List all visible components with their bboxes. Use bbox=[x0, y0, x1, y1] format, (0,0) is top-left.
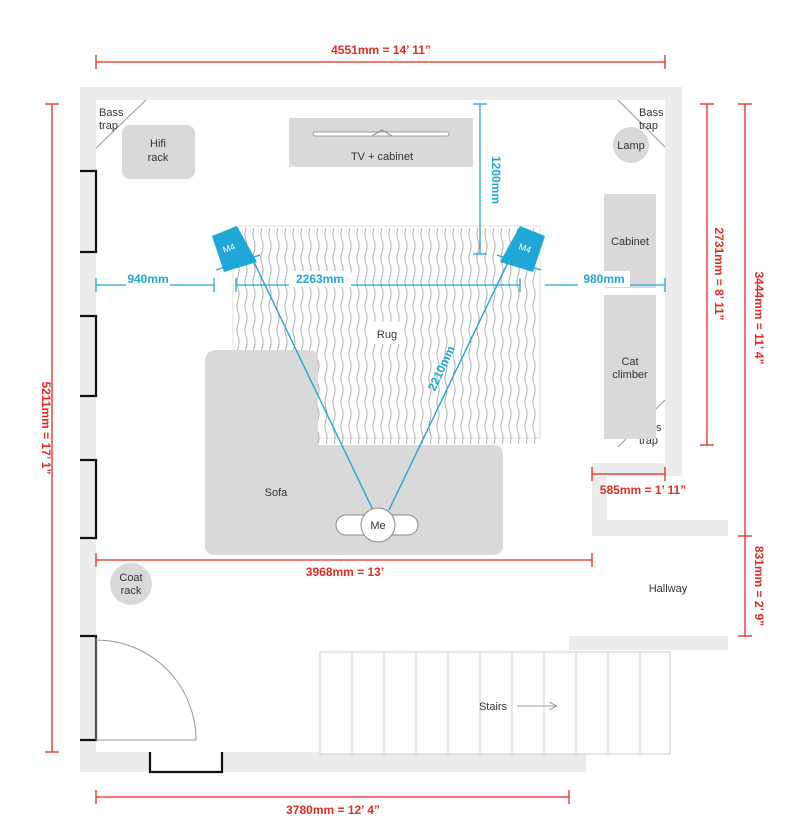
speaker-right-label: M4 bbox=[517, 241, 532, 255]
coat-rack-label-line1: Coat bbox=[119, 572, 142, 584]
listening-triangle bbox=[251, 257, 511, 511]
rug-stripe bbox=[356, 227, 360, 445]
listener-chair: Me bbox=[335, 507, 419, 543]
sofa-label: Sofa bbox=[265, 487, 289, 499]
rug-stripe bbox=[460, 227, 464, 445]
bass-trap-top-right: Bass trap bbox=[617, 99, 666, 148]
dim-right-outer: 3444mm = 11’ 4” bbox=[752, 271, 766, 364]
cabinet-label: Cabinet bbox=[611, 236, 649, 248]
dim-hallway-height: 831mm = 2’ 9” bbox=[752, 546, 766, 626]
wall-top bbox=[80, 87, 682, 100]
dim-room-width-bg bbox=[296, 564, 394, 580]
dim-right-inner-bg bbox=[712, 214, 730, 332]
hifi-rack-label-line1: Hifi bbox=[150, 138, 166, 150]
wall-bottom-cut bbox=[150, 752, 222, 772]
cat-climber bbox=[604, 295, 656, 439]
dim-speaker-left: 940mm bbox=[127, 272, 168, 286]
dim-speaker-spacing: 2263mm bbox=[296, 272, 344, 286]
hifi-rack bbox=[122, 125, 195, 179]
rug-stripe bbox=[476, 227, 480, 445]
wall-hallway-bottom bbox=[569, 636, 728, 650]
rug-stripe bbox=[468, 227, 472, 445]
rug-stripe bbox=[412, 227, 416, 445]
cat-climber-label-line2: climber bbox=[612, 369, 648, 381]
sofa bbox=[205, 350, 503, 555]
rug-label: Rug bbox=[377, 329, 397, 341]
rug-stripe bbox=[404, 227, 408, 445]
dim-bottom-width: 3780mm = 12’ 4” bbox=[286, 803, 380, 817]
rug-stripe bbox=[484, 227, 488, 445]
rug-stripe bbox=[428, 227, 432, 445]
rug-stripe bbox=[444, 227, 448, 445]
tv-cabinet bbox=[289, 118, 473, 167]
me-label: Me bbox=[370, 520, 385, 532]
rug-stripe bbox=[452, 227, 456, 445]
wall-right-upper bbox=[665, 87, 682, 463]
wall-hallway-top bbox=[592, 520, 728, 536]
dim-right-outer-bg bbox=[750, 255, 768, 379]
dim-2263-bg bbox=[289, 271, 351, 287]
speaker-right: M4 bbox=[496, 226, 545, 272]
dim-left-height: 5211mm = 17’ 1” bbox=[39, 381, 53, 474]
tv-cabinet-label: TV + cabinet bbox=[351, 151, 413, 163]
speaker-left-label: M4 bbox=[221, 241, 236, 255]
dim-980-bg bbox=[578, 271, 630, 287]
bass-trap-label-2-line2: trap bbox=[639, 120, 658, 132]
rug-stripe bbox=[500, 227, 504, 445]
wall-alcove-bottom bbox=[592, 463, 682, 476]
wall-alcove-side bbox=[592, 463, 607, 536]
dim-left-bg bbox=[30, 360, 46, 500]
blue-dimension-lines bbox=[95, 103, 666, 292]
hifi-rack-label-line2: rack bbox=[148, 152, 169, 164]
stairs-label: Stairs bbox=[479, 701, 508, 713]
rug-stripe bbox=[324, 227, 328, 445]
hallway-label: Hallway bbox=[649, 583, 688, 595]
tv-screen bbox=[312, 131, 450, 137]
bass-trap-label-1-line2: trap bbox=[99, 120, 118, 132]
red-dimension-lines bbox=[45, 55, 752, 804]
speaker-left: M4 bbox=[212, 226, 261, 272]
tv-stand bbox=[371, 129, 393, 137]
walls bbox=[80, 87, 728, 772]
cat-climber-label-line1: Cat bbox=[621, 356, 638, 368]
coat-rack-label-line2: rack bbox=[121, 585, 142, 597]
window-profile-left bbox=[80, 169, 98, 742]
rug-stripe bbox=[364, 227, 368, 445]
dim-right-inner: 2731mm = 8’ 11” bbox=[712, 227, 726, 320]
dim-alcove-width: 585mm = 1’ 11” bbox=[600, 483, 686, 497]
lamp bbox=[613, 127, 649, 163]
coat-rack bbox=[110, 563, 152, 605]
dim-top-bg bbox=[316, 42, 446, 58]
rug-stripe bbox=[340, 227, 344, 445]
bass-trap-label-1-line1: Bass bbox=[99, 107, 124, 119]
rug-stripe bbox=[420, 227, 424, 445]
rug-stripe bbox=[332, 227, 336, 445]
wall-left bbox=[80, 87, 96, 772]
dim-speaker-right: 980mm bbox=[583, 272, 624, 286]
dim-room-width: 3968mm = 13’ bbox=[306, 565, 384, 579]
dim-940-bg bbox=[126, 271, 170, 287]
dim-speaker-wall: 1200mm bbox=[489, 156, 503, 204]
bass-trap-top-left: Bass trap bbox=[95, 99, 147, 149]
bass-trap-label-2-line1: Bass bbox=[639, 107, 664, 119]
window-profile-bottom bbox=[148, 752, 224, 774]
rug-stripe bbox=[492, 227, 496, 445]
lamp-label: Lamp bbox=[617, 140, 645, 152]
dim-top-width: 4551mm = 14’ 11” bbox=[331, 43, 431, 57]
door bbox=[95, 638, 197, 741]
stairs bbox=[319, 651, 671, 755]
rug-stripe bbox=[348, 227, 352, 445]
